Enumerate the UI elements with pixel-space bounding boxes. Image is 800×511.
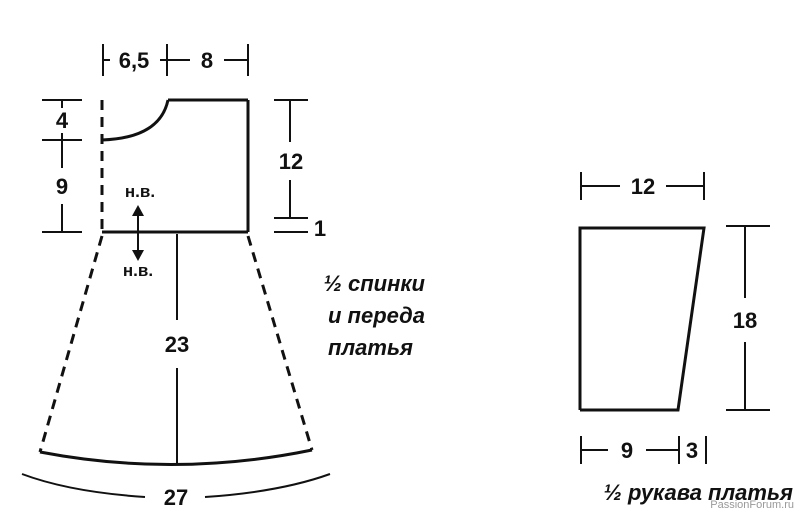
dim-skirt-length: 23 bbox=[165, 332, 189, 357]
dim-sleeve-height: 18 bbox=[726, 225, 770, 411]
bodice-outline bbox=[100, 98, 250, 234]
dim-sleeve-height-value: 18 bbox=[733, 308, 757, 333]
watermark-text: PassionForum.ru bbox=[710, 499, 794, 511]
skirt-outline: 23 bbox=[38, 234, 314, 467]
skirt-left-edge bbox=[38, 235, 104, 453]
sleeve-shape bbox=[578, 226, 706, 412]
dim-sleeve-bottom: 9 3 bbox=[580, 436, 707, 464]
skirt-right-edge bbox=[246, 235, 314, 451]
dim-shoulder-left: 6,5 bbox=[119, 48, 150, 73]
dim-waist-step: 1 bbox=[314, 216, 326, 241]
caption-line3: платья bbox=[328, 335, 413, 360]
sleeve-caption: ½ рукава платья bbox=[603, 480, 793, 505]
dim-sleeve-bottom-left: 9 bbox=[621, 438, 633, 463]
dim-hem-width: 27 bbox=[164, 485, 188, 510]
dress-caption: ½ спинки и переда платья bbox=[324, 271, 426, 360]
neckline-curve bbox=[101, 99, 170, 142]
dim-bodice-right: 12 bbox=[279, 149, 303, 174]
caption-line2: и переда bbox=[328, 303, 425, 328]
arrow-down-icon bbox=[132, 250, 144, 261]
dim-bodice-left: 9 bbox=[56, 174, 68, 199]
sleeve-outline bbox=[578, 226, 706, 412]
grain-label-bottom: н.в. bbox=[123, 261, 153, 280]
caption-line1: ½ спинки bbox=[324, 271, 426, 296]
dim-top: 6,5 8 bbox=[102, 44, 249, 76]
dim-right: 12 1 bbox=[274, 99, 326, 241]
dim-left: 4 9 bbox=[42, 99, 82, 233]
dim-neck-depth: 4 bbox=[56, 108, 69, 133]
grain-indicator: н.в. н.в. bbox=[123, 182, 155, 280]
dim-hem: 27 bbox=[21, 473, 331, 510]
dim-shoulder-right: 8 bbox=[201, 48, 213, 73]
arrow-up-icon bbox=[132, 205, 144, 216]
grain-label-top: н.в. bbox=[125, 182, 155, 201]
dim-sleeve-top: 12 bbox=[580, 172, 705, 200]
dim-sleeve-bottom-right: 3 bbox=[686, 438, 698, 463]
dim-sleeve-top-width: 12 bbox=[631, 174, 655, 199]
